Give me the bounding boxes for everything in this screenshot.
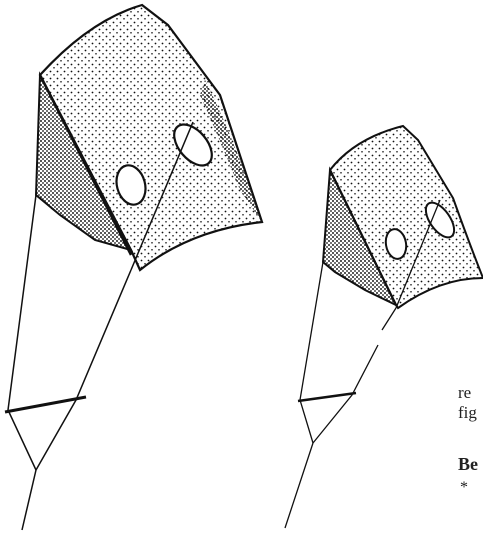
large-kite	[5, 5, 262, 530]
text-fragment-be: Be	[458, 455, 478, 473]
large-kite-bridle-left	[8, 195, 36, 470]
text-fragment-re: re	[458, 384, 471, 401]
small-kite-bridle-right	[313, 308, 396, 443]
text-fragment-asterisk: *	[460, 480, 468, 496]
small-kite	[285, 126, 483, 528]
large-kite-string	[22, 470, 36, 530]
large-kite-bridle-right	[36, 270, 131, 470]
small-kite-string	[285, 443, 313, 528]
text-fragment-fig: fig	[458, 404, 477, 421]
small-kite-bridle-left	[300, 262, 323, 443]
